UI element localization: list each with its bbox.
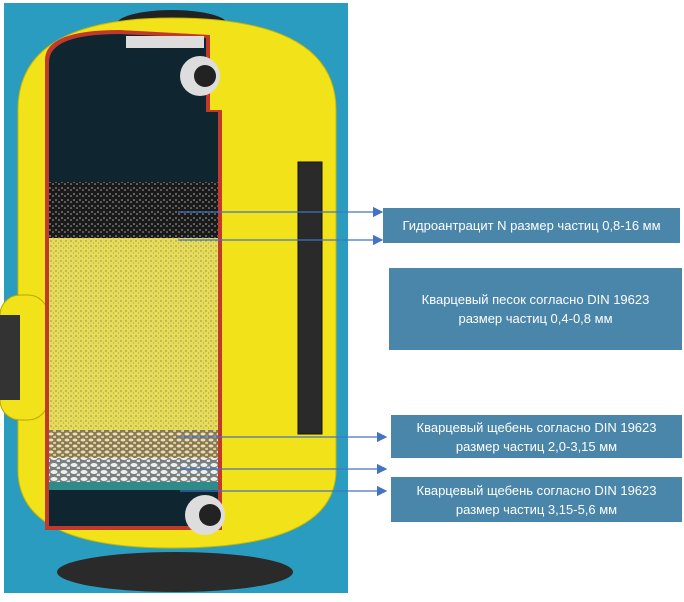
label-quartz-sand: Кварцевый песок согласно DIN 19623 разме… xyxy=(389,268,682,350)
quartz-sand-layer xyxy=(49,238,218,430)
label-fine-gravel: Кварцевый щебень согласно DIN 19623 разм… xyxy=(391,415,682,458)
label-text: Кварцевый щебень согласно DIN 19623 xyxy=(416,419,657,435)
label-text: размер частиц 3,15-5,6 мм xyxy=(455,501,618,517)
sight-window xyxy=(297,161,323,435)
anthracite-layer xyxy=(49,182,218,238)
arrows xyxy=(178,206,388,497)
label-text: Гидроантрацит N размер частиц 0,8-16 мм xyxy=(402,218,661,233)
label-text: размер частиц 2,0-3,15 мм xyxy=(455,438,618,454)
label-anthracite: Гидроантрацит N размер частиц 0,8-16 мм xyxy=(383,208,680,243)
label-coarse-gravel: Кварцевый щебень согласно DIN 19623 разм… xyxy=(391,477,682,522)
fine-gravel-layer xyxy=(49,430,218,458)
label-text: размер частиц 0,4-0,8 мм xyxy=(458,311,613,326)
coarse-gravel-layer xyxy=(49,458,218,482)
label-text: Кварцевый песок согласно DIN 19623 xyxy=(421,292,650,307)
nozzle-plate xyxy=(49,482,218,490)
label-text: Кварцевый щебень согласно DIN 19623 xyxy=(416,482,657,498)
tank-base xyxy=(57,552,293,592)
